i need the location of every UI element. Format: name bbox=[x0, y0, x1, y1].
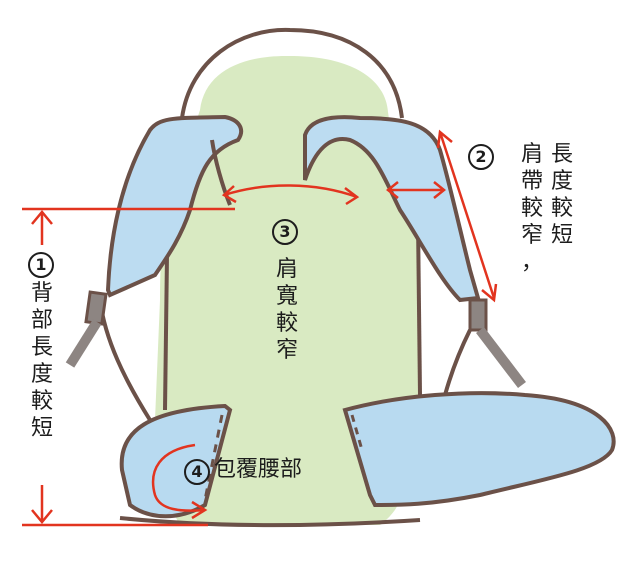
annotation-2-label-col2: 肩 帶 較 窄 ， bbox=[520, 142, 543, 275]
waist-wrap-arrow bbox=[151, 443, 208, 520]
annotation-4-number: 4 bbox=[184, 459, 210, 485]
backpack-body-left-edge bbox=[163, 254, 169, 411]
right-shoulder-strap bbox=[303, 115, 481, 303]
backpack-body-right-edge bbox=[416, 219, 422, 396]
annotation-2-number: 2 bbox=[468, 144, 494, 170]
left-strap-inner-line bbox=[210, 139, 232, 206]
right-strap-lower bbox=[443, 329, 472, 396]
annotation-1-label: 背 部 長 度 較 短 bbox=[30, 281, 53, 441]
annotation-2-label-col1: 長 度 較 短 bbox=[550, 142, 573, 248]
annotation-1-number: 1 bbox=[28, 252, 54, 278]
annotation-3-label: 肩 寬 較 窄 bbox=[275, 257, 298, 363]
right-strap-buckle bbox=[468, 298, 488, 332]
left-strap-lower bbox=[98, 299, 152, 422]
annotation-3-number: 3 bbox=[272, 219, 298, 245]
right-strap-tail bbox=[476, 326, 526, 389]
left-hip-belt bbox=[119, 403, 233, 519]
right-hip-belt bbox=[342, 391, 616, 508]
left-shoulder-strap bbox=[105, 114, 244, 298]
left-strap-buckle bbox=[84, 290, 108, 326]
shoulder-width-arrow bbox=[221, 184, 360, 206]
backpack-bottom bbox=[119, 516, 421, 528]
right-hip-belt-stitching bbox=[350, 414, 364, 451]
left-strap-tail bbox=[65, 319, 102, 368]
back-length-arrow bbox=[22, 207, 235, 527]
annotation-4-label: 包覆腰部 bbox=[214, 457, 303, 482]
strap-size-arrows bbox=[385, 129, 498, 303]
